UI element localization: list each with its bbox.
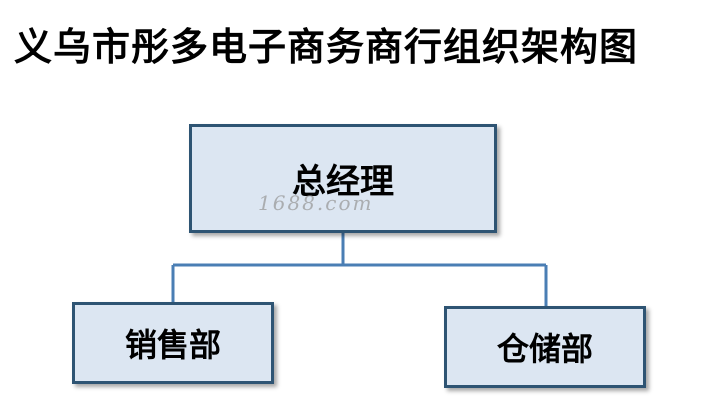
- chart-title: 义乌市彤多电子商务商行组织架构图: [14, 25, 639, 69]
- node-general-manager: 总经理: [189, 124, 497, 233]
- node-sales-dept: 销售部: [72, 302, 274, 384]
- watermark-text: 1688.com: [258, 191, 374, 215]
- node-sales-dept-label: 销售部: [124, 326, 221, 364]
- node-warehouse-dept: 仓储部: [444, 306, 646, 388]
- node-warehouse-dept-label: 仓储部: [496, 330, 593, 368]
- node-general-manager-label: 总经理: [292, 162, 394, 202]
